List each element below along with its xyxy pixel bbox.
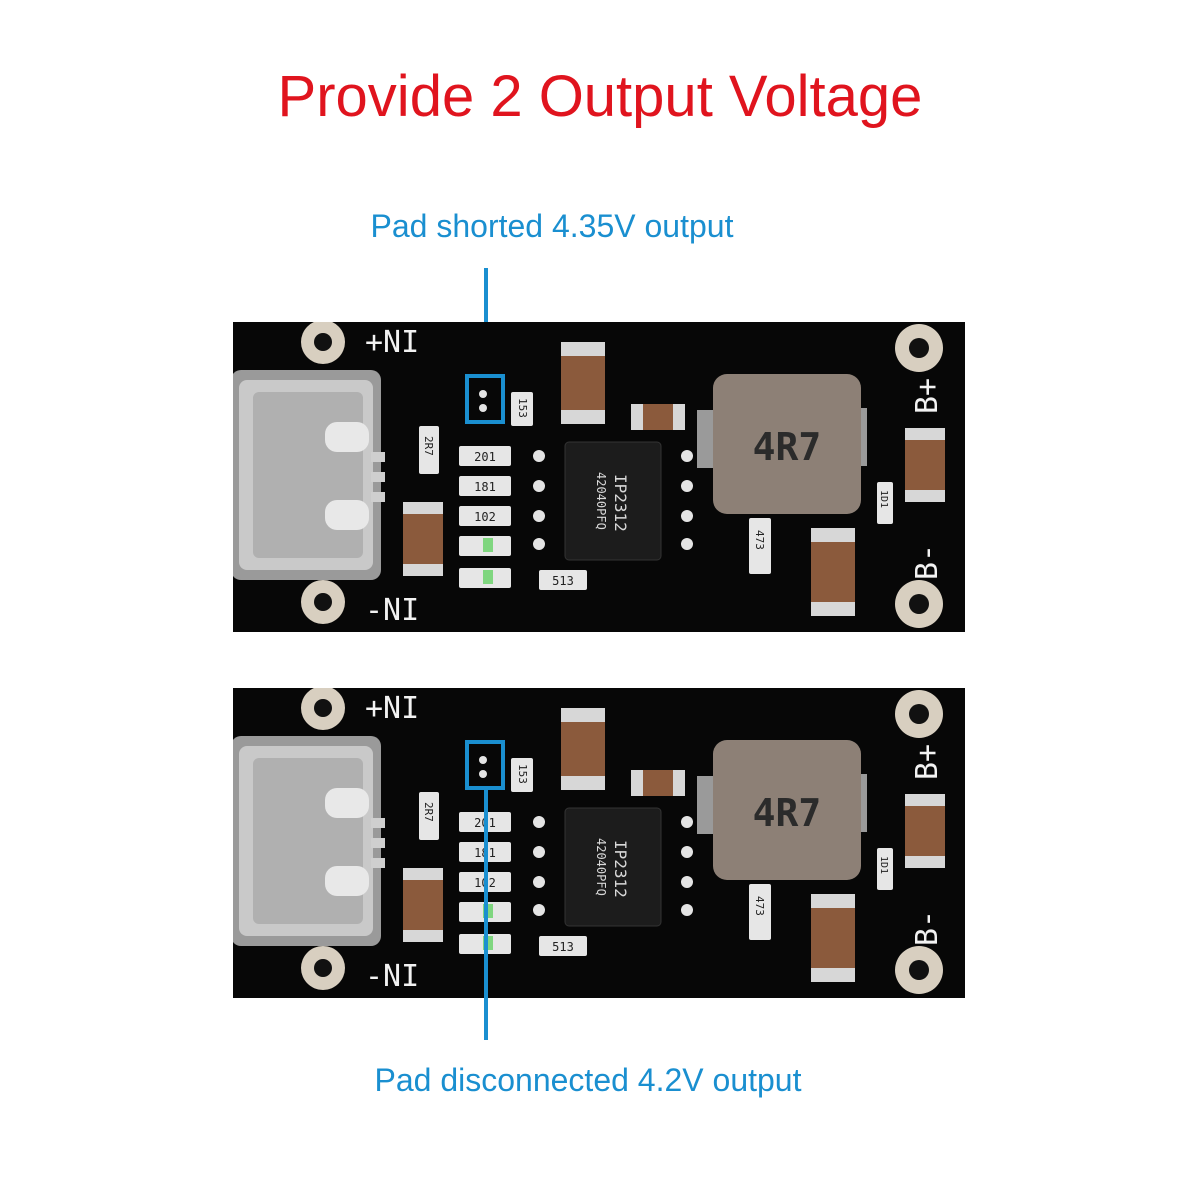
usb-c-connector	[233, 370, 385, 580]
res-153-label: 153	[516, 398, 529, 418]
solder-jumper-pads	[465, 740, 505, 790]
chip-code: 42040PFQ	[594, 472, 608, 530]
label-b-plus: B+	[910, 378, 945, 414]
label-b-minus: B-	[910, 544, 945, 580]
capacitor-top	[561, 708, 605, 790]
res-473-label: 473	[753, 896, 766, 916]
res-2r7-label: 2R7	[422, 436, 435, 456]
capacitor-right	[905, 428, 945, 502]
res-102-label: 102	[474, 510, 496, 524]
inductor-4r7: 4R7	[697, 374, 867, 514]
capacitor-left	[403, 502, 443, 576]
label-b-minus: B-	[910, 910, 945, 946]
capacitor-small	[631, 404, 685, 430]
usb-c-connector	[233, 736, 385, 946]
res-1d1-label: 1D1	[878, 490, 889, 508]
res-2r7-label: 2R7	[422, 802, 435, 822]
solder-jumper-pads	[465, 374, 505, 424]
pcb-board-pad-shorted: +NI -NI B+ B-	[233, 322, 965, 632]
res-201-label: 201	[474, 450, 496, 464]
resistor-column: 201 181 102 513 153 2R7 473 1D1	[419, 392, 893, 590]
leader-line-bottom	[484, 788, 488, 1040]
capacitor-bottom	[811, 528, 855, 616]
pcb-drawing: +NI -NI B+ B-	[233, 688, 945, 994]
label-b-plus: B+	[910, 744, 945, 780]
res-1d1-label: 1D1	[878, 856, 889, 874]
capacitor-bottom	[811, 894, 855, 982]
ic-chip-ip2312: IP2312 42040PFQ	[533, 441, 693, 561]
capacitor-top	[561, 342, 605, 424]
inductor-label: 4R7	[753, 425, 822, 469]
inductor-4r7: 4R7	[697, 740, 867, 880]
capacitor-small	[631, 770, 685, 796]
res-153-label: 153	[516, 764, 529, 784]
label-in-plus: +NI	[365, 691, 419, 726]
label-in-minus: -NI	[365, 959, 419, 994]
pcb-drawing: +NI -NI B+ B-	[233, 322, 945, 628]
pcb-board-pad-disconnected: +NI -NI B+ B-	[233, 688, 965, 998]
res-473-label: 473	[753, 530, 766, 550]
chip-code: 42040PFQ	[594, 838, 608, 896]
inductor-label: 4R7	[753, 791, 822, 835]
label-in-minus: -NI	[365, 593, 419, 628]
callout-pad-shorted: Pad shorted 4.35V output	[370, 208, 734, 244]
chip-name: IP2312	[611, 474, 630, 532]
res-181-label: 181	[474, 480, 496, 494]
res-513-label: 513	[552, 940, 574, 954]
capacitor-right	[905, 794, 945, 868]
callout-pad-disconnected: Pad disconnected 4.2V output	[374, 1062, 802, 1098]
ic-chip-ip2312: IP2312 42040PFQ	[533, 807, 693, 927]
label-in-plus: +NI	[365, 325, 419, 360]
chip-name: IP2312	[611, 840, 630, 898]
page-title: Provide 2 Output Voltage	[277, 64, 923, 129]
capacitor-left	[403, 868, 443, 942]
res-513-label: 513	[552, 574, 574, 588]
